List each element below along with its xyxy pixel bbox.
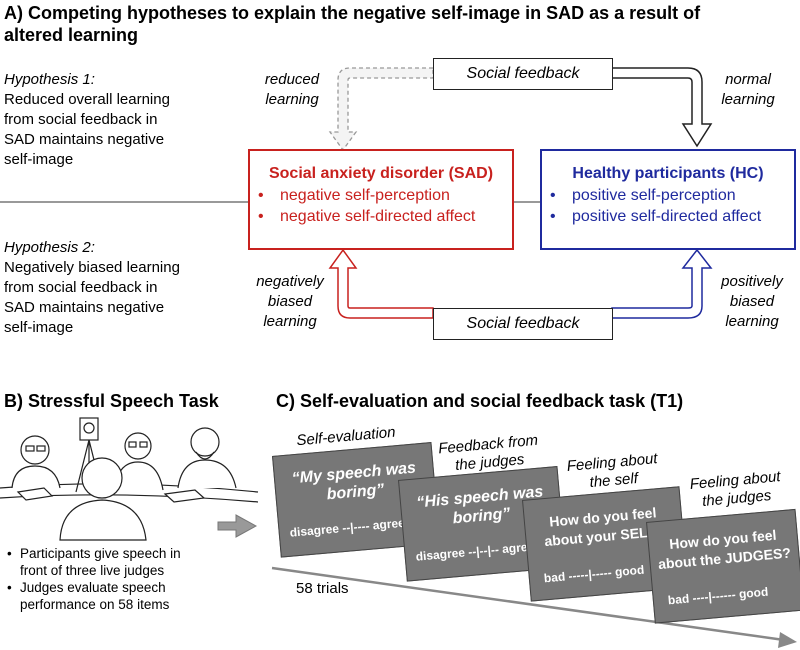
- hypothesis-1: Hypothesis 1: Reduced overall learning f…: [4, 70, 244, 170]
- section-a-title: A) Competing hypotheses to explain the n…: [4, 2, 794, 46]
- label-line: biased: [729, 293, 775, 310]
- trials-label: 58 trials: [296, 580, 349, 597]
- positively-biased-arrow: [611, 248, 713, 319]
- hypothesis-2-line: SAD maintains negative: [4, 299, 165, 316]
- label-line: positively: [721, 273, 783, 290]
- label-line: negatively: [256, 273, 324, 290]
- hypothesis-1-line: SAD maintains negative: [4, 131, 165, 148]
- social-feedback-top: Social feedback: [433, 58, 613, 90]
- sad-box-list: negative self-perception negative self-d…: [250, 185, 512, 227]
- speech-scene-illustration: [0, 417, 259, 541]
- hypothesis-2-line: Negatively biased learning: [4, 259, 180, 276]
- hypothesis-1-line: from social feedback in: [4, 111, 158, 128]
- trials-arrow-line: [271, 566, 785, 642]
- sad-box: Social anxiety disorder (SAD) negative s…: [248, 149, 514, 250]
- section-b-bullet: Participants give speech in front of thr…: [7, 545, 230, 579]
- hypothesis-2-line: self-image: [4, 319, 74, 336]
- hypothesis-2-line: from social feedback in: [4, 279, 158, 296]
- bullet-line: front of three live judges: [20, 563, 165, 578]
- hypothesis-1-name: Hypothesis 1:: [4, 71, 95, 88]
- label-line: normal: [725, 71, 771, 88]
- sad-box-item: negative self-directed affect: [280, 206, 512, 227]
- label-reduced-learning: reduced learning: [252, 70, 332, 110]
- label-line: learning: [721, 91, 775, 108]
- reduced-learning-arrow: [328, 67, 434, 152]
- label-line: reduced: [264, 71, 320, 88]
- social-feedback-bottom: Social feedback: [433, 308, 613, 340]
- hypothesis-2-name: Hypothesis 2:: [4, 239, 95, 256]
- b-to-c-arrow: [217, 514, 258, 538]
- label-negatively-biased: negatively biased learning: [244, 272, 336, 332]
- bullet-line: Participants give speech in: [20, 546, 181, 561]
- label-line: learning: [725, 313, 779, 330]
- section-b-title: B) Stressful Speech Task: [4, 391, 219, 411]
- hc-box-title: Healthy participants (HC): [572, 165, 764, 182]
- hypothesis-1-line: self-image: [4, 151, 74, 168]
- section-c-title: C) Self-evaluation and social feedback t…: [276, 391, 684, 411]
- section-a-title-line2: altered learning: [4, 25, 139, 45]
- label-normal-learning: normal learning: [708, 70, 788, 110]
- label-positively-biased: positively biased learning: [706, 272, 798, 332]
- card-feeling-judges: How do you feel about the JUDGES? bad --…: [646, 508, 800, 624]
- card-scale: bad ----|------ good: [667, 584, 769, 608]
- hc-box-item: positive self-perception: [572, 185, 794, 206]
- hypothesis-2: Hypothesis 2: Negatively biased learning…: [4, 238, 244, 338]
- normal-learning-arrow: [611, 67, 713, 148]
- card-question: How do you feel about the JUDGES?: [648, 524, 799, 575]
- sad-box-title: Social anxiety disorder (SAD): [268, 165, 494, 182]
- section-a-title-line1: A) Competing hypotheses to explain the n…: [4, 3, 701, 23]
- hc-box-list: positive self-perception positive self-d…: [542, 185, 794, 227]
- bullet-line: Judges evaluate speech: [20, 580, 166, 595]
- hc-box-item: positive self-directed affect: [572, 206, 794, 227]
- section-b-bullet: Judges evaluate speech performance on 58…: [7, 579, 230, 613]
- label-line: learning: [265, 91, 319, 108]
- hypothesis-1-line: Reduced overall learning: [4, 91, 170, 108]
- section-b-bullets: Participants give speech in front of thr…: [4, 545, 230, 613]
- sad-box-item: negative self-perception: [280, 185, 512, 206]
- label-line: learning: [263, 313, 317, 330]
- label-line: biased: [267, 293, 313, 310]
- bullet-line: performance on 58 items: [20, 597, 170, 612]
- negatively-biased-arrow: [328, 248, 434, 319]
- hc-box: Healthy participants (HC) positive self-…: [540, 149, 796, 250]
- trials-arrowhead: [778, 632, 797, 648]
